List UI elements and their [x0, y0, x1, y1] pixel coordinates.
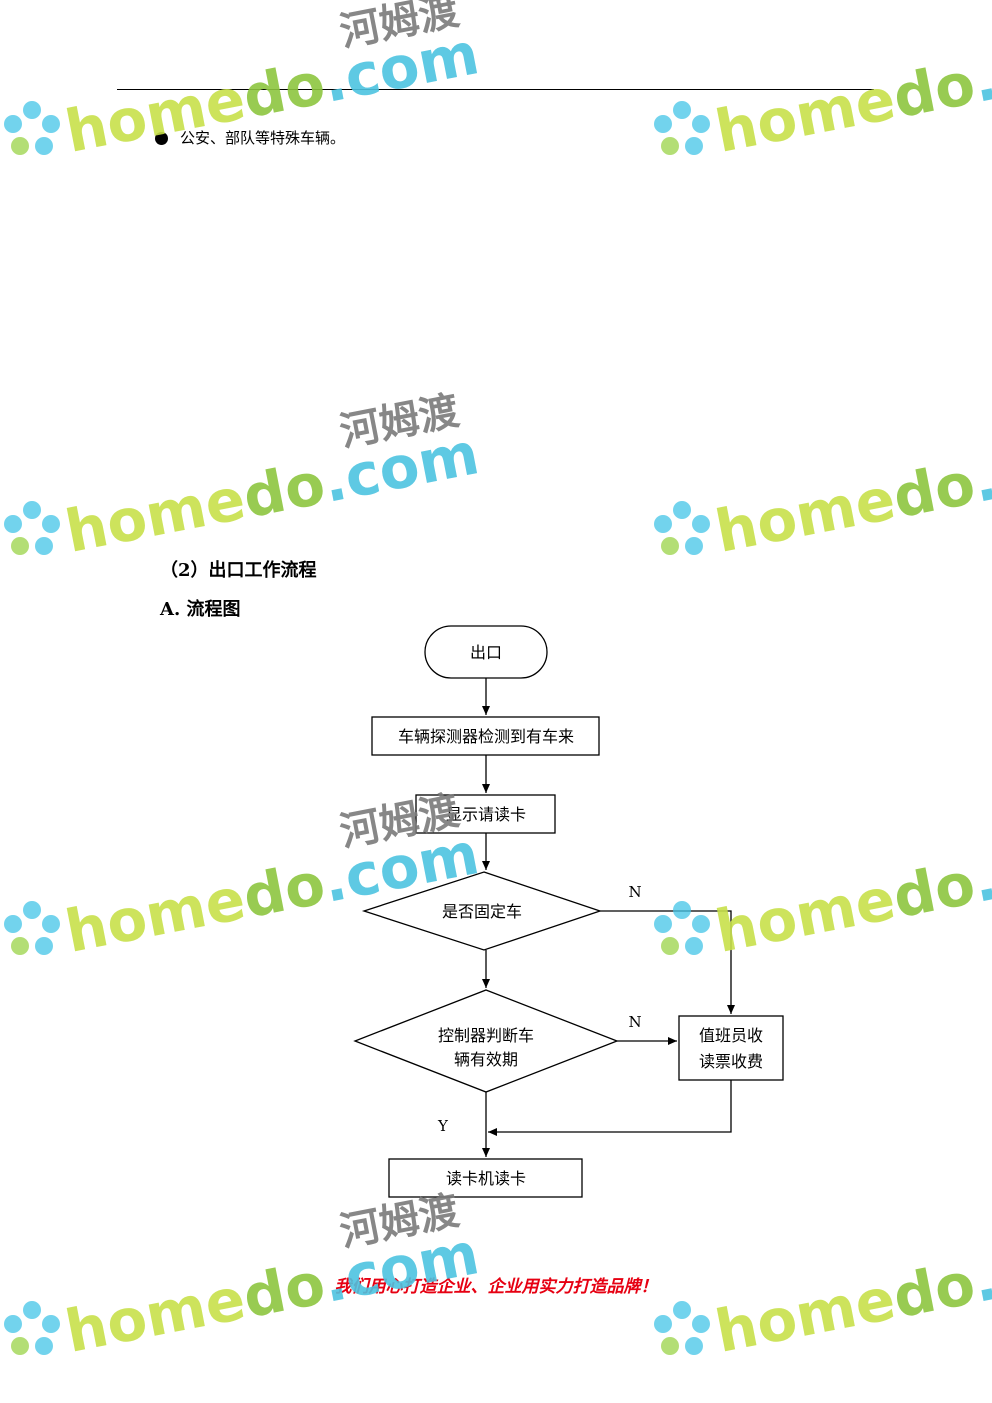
- connector-manual-return: [488, 1080, 732, 1136]
- header-rule: [117, 89, 874, 90]
- branch-label-n-fixed: N: [628, 883, 641, 901]
- manual-charge-line1: 值班员收: [699, 1026, 763, 1045]
- footer-slogan: 我们用心打造企业、企业用实力打造品牌！: [334, 1277, 658, 1297]
- detect-node: [371, 716, 600, 756]
- fixed-question-label: 是否固定车: [442, 902, 522, 921]
- prompt-label: 显示请读卡: [446, 805, 526, 824]
- detect-label: 车辆探测器检测到有车来: [398, 727, 574, 746]
- bullet-dot-icon: [155, 131, 168, 145]
- validity-question-line1: 控制器判断车: [438, 1026, 534, 1045]
- start-label: 出口: [470, 643, 502, 662]
- read-card-label: 读卡机读卡: [446, 1169, 526, 1188]
- prompt-node: [415, 794, 556, 834]
- bullet-item: 公安、部队等特殊车辆。: [155, 128, 345, 148]
- fixed-decision-node: [361, 871, 603, 951]
- manual-charge-line2: 读票收费: [699, 1052, 763, 1071]
- bullet-text: 公安、部队等特殊车辆。: [180, 129, 346, 147]
- branch-label-y: Y: [437, 1117, 449, 1135]
- branch-label-n-validity: N: [628, 1013, 641, 1031]
- section-heading: （2）出口工作流程: [160, 560, 317, 581]
- sub-heading: A. 流程图: [160, 599, 241, 620]
- validity-question-line2: 辆有效期: [454, 1050, 518, 1069]
- manual-charge-node: [678, 1015, 784, 1081]
- read-card-node: [388, 1158, 583, 1198]
- connector-fixed-no: [600, 910, 735, 1014]
